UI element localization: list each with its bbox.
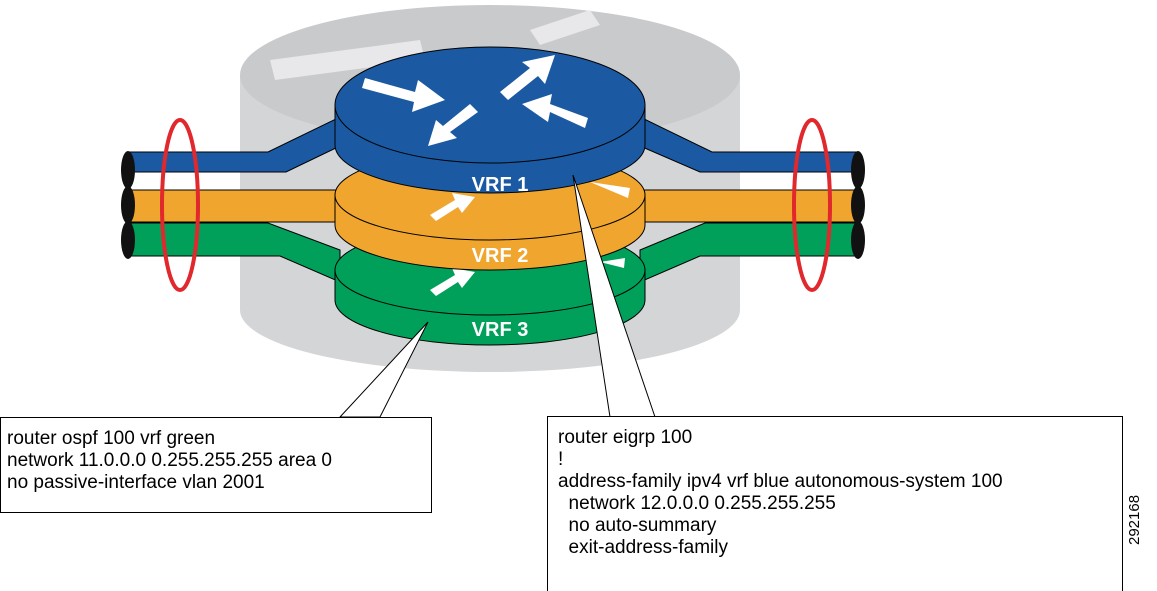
config-line: no auto-summary	[558, 515, 717, 536]
eigrp-config-box: router eigrp 100 ! address-family ipv4 v…	[547, 416, 1123, 591]
config-line: address-family ipv4 vrf blue autonomous-…	[558, 471, 1003, 492]
config-line: network 12.0.0.0 0.255.255.255	[558, 493, 836, 514]
config-line: router eigrp 100	[558, 427, 693, 448]
ospf-config-box: router ospf 100 vrf green network 11.0.0…	[0, 417, 432, 513]
config-line: !	[558, 449, 564, 470]
vrf3-label: VRF 3	[472, 319, 529, 341]
vrf1-disk	[334, 46, 646, 194]
config-line: no passive-interface vlan 2001	[7, 472, 265, 493]
right-ring-icon	[792, 118, 832, 292]
config-line: router ospf 100 vrf green	[7, 428, 216, 449]
right-trunk	[639, 116, 865, 292]
config-line: network 11.0.0.0 0.255.255.255 area 0	[7, 450, 333, 471]
vrf2-label: VRF 2	[472, 245, 529, 267]
left-ring-icon	[160, 118, 200, 292]
figure-id: 292168	[1126, 494, 1143, 545]
left-trunk	[121, 116, 341, 292]
router-arrows-icon	[362, 55, 588, 146]
vrf1-label: VRF 1	[472, 174, 529, 196]
config-line: exit-address-family	[558, 537, 728, 558]
